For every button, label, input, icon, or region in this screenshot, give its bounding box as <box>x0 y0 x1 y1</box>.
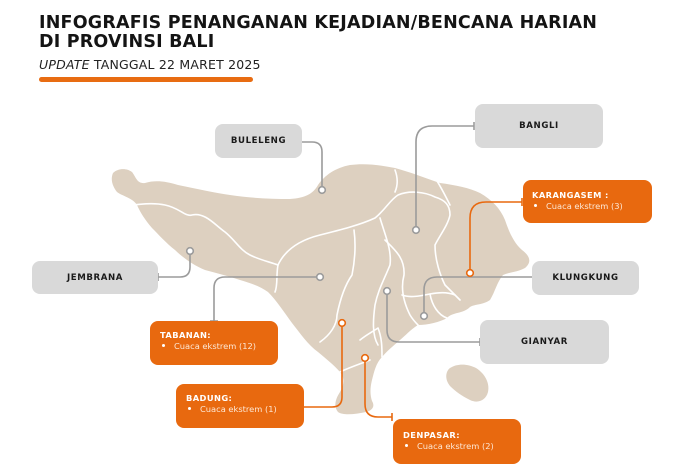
bullet-icon <box>162 344 165 347</box>
connector-buleleng <box>302 141 323 190</box>
connector-gianyar <box>386 290 480 343</box>
incident-title-karangasem: KARANGASEM : <box>532 190 609 200</box>
update-date-text: TANGGAL 22 MARET 2025 <box>89 57 261 72</box>
incident-list-karangasem: Cuaca ekstrem (3) <box>532 201 652 212</box>
incident-box-denpasar[interactable]: DENPASAR: Cuaca ekstrem (2) <box>393 419 521 464</box>
region-label-gianyar: GIANYAR <box>521 337 568 347</box>
orange-connectors <box>302 198 523 421</box>
incident-item: Cuaca ekstrem (12) <box>160 341 278 352</box>
connector-badung <box>303 325 343 408</box>
incident-list-denpasar: Cuaca ekstrem (2) <box>403 441 521 452</box>
incident-box-tabanan[interactable]: TABANAN: Cuaca ekstrem (12) <box>150 321 278 365</box>
bullet-icon <box>188 407 191 410</box>
connector-karangasem <box>469 201 522 272</box>
title-line-2: DI PROVINSI BALI <box>39 32 215 52</box>
page-title: INFOGRAFIS PENANGANAN KEJADIAN/BENCANA H… <box>39 14 597 52</box>
region-label-bangli: BANGLI <box>519 121 559 131</box>
region-box-klungkung[interactable]: KLUNGKUNG <box>532 261 639 295</box>
region-box-bangli[interactable]: BANGLI <box>475 104 603 148</box>
grey-connectors <box>157 122 534 346</box>
connector-bangli <box>415 125 474 227</box>
bullet-icon <box>534 204 537 207</box>
nusa-penida-island <box>446 364 489 402</box>
incident-box-badung[interactable]: BADUNG: Cuaca ekstrem (1) <box>176 384 304 428</box>
incident-item: Cuaca ekstrem (1) <box>186 404 304 415</box>
connector-tabanan <box>213 276 320 321</box>
incident-item: Cuaca ekstrem (3) <box>532 201 652 212</box>
grey-connector-endpoints <box>185 185 429 321</box>
incident-title-denpasar: DENPASAR: <box>403 430 460 440</box>
incident-title-tabanan: TABANAN: <box>160 330 212 340</box>
title-line-1: INFOGRAFIS PENANGANAN KEJADIAN/BENCANA H… <box>39 13 598 33</box>
update-label: UPDATE <box>39 57 90 72</box>
incident-item: Cuaca ekstrem (2) <box>403 441 521 452</box>
region-label-jembrana: JEMBRANA <box>66 272 124 283</box>
region-box-jembrana[interactable]: JEMBRANA <box>32 261 158 294</box>
bali-island-shape <box>111 164 530 415</box>
incident-list-tabanan: Cuaca ekstrem (12) <box>160 341 278 352</box>
update-date: UPDATE TANGGAL 22 MARET 2025 <box>39 57 261 72</box>
connector-jembrana <box>158 254 191 278</box>
region-box-buleleng[interactable]: BULELENG <box>215 124 302 158</box>
regency-borders <box>117 169 461 373</box>
incident-list-badung: Cuaca ekstrem (1) <box>186 404 304 415</box>
incident-box-karangasem[interactable]: KARANGASEM : Cuaca ekstrem (3) <box>523 180 652 223</box>
bullet-icon <box>405 444 408 447</box>
region-label-klungkung: KLUNGKUNG <box>552 273 619 283</box>
connector-denpasar <box>364 360 392 418</box>
connector-klungkung <box>423 276 533 315</box>
incident-title-badung: BADUNG: <box>186 393 233 403</box>
region-label-buleleng: BULELENG <box>230 136 287 146</box>
title-underline <box>39 77 253 82</box>
region-box-gianyar[interactable]: GIANYAR <box>480 320 609 364</box>
orange-connector-endpoints <box>337 268 475 363</box>
